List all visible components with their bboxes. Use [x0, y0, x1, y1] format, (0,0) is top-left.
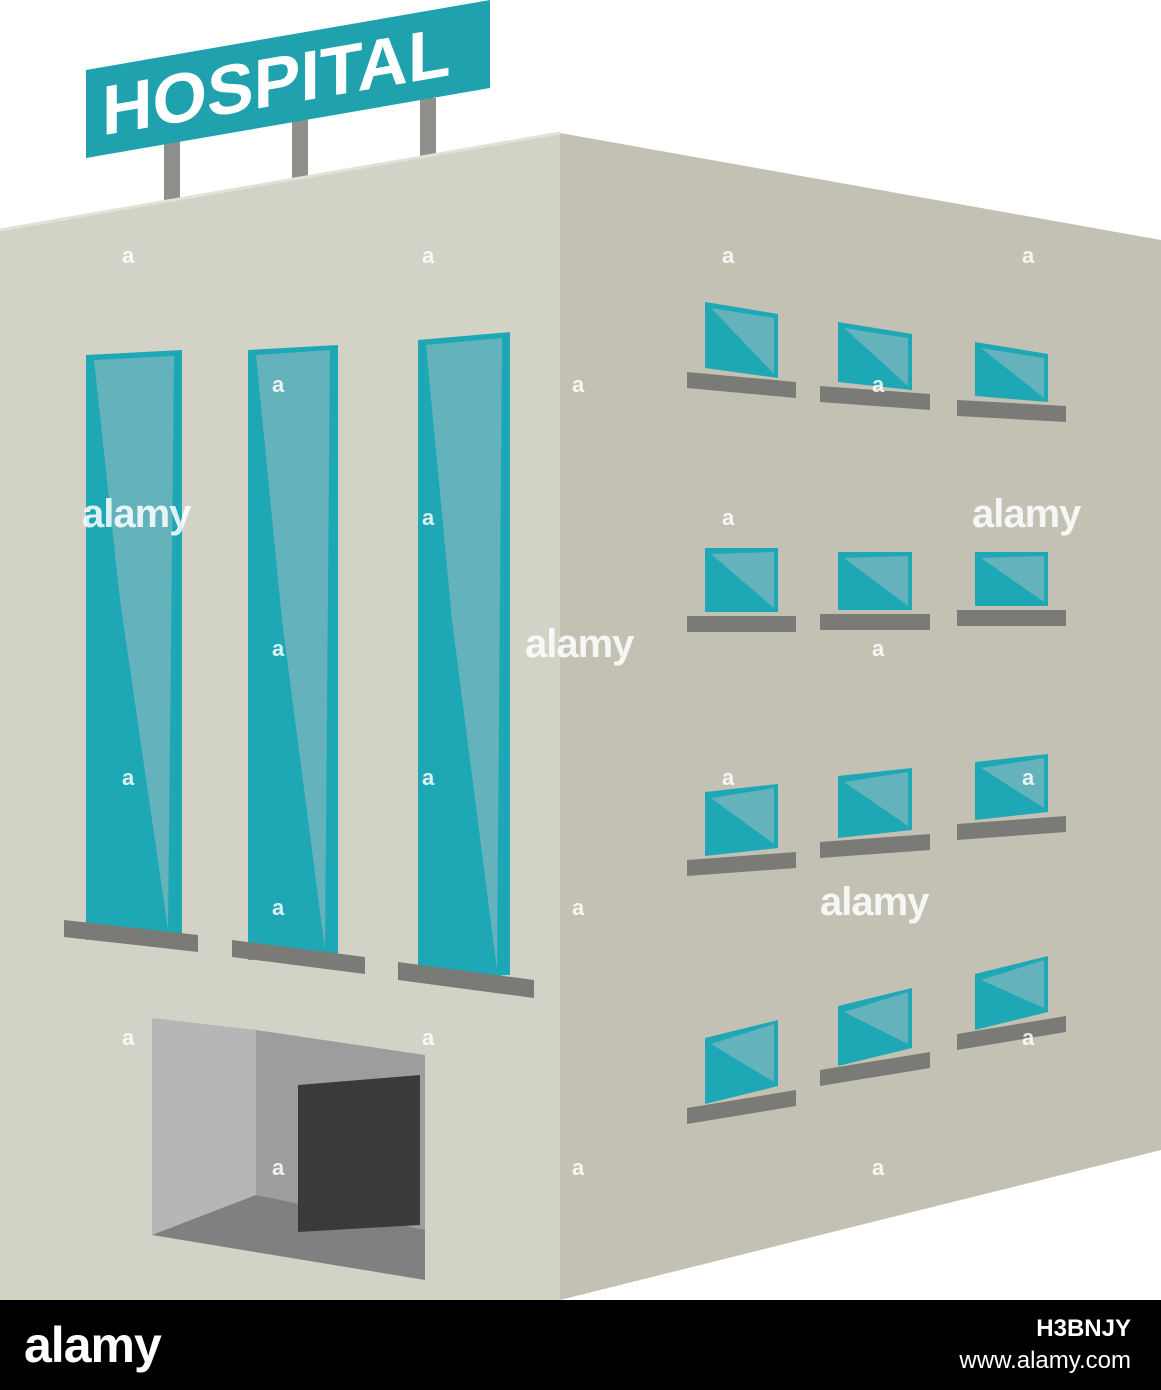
side-window-11 [820, 988, 930, 1086]
watermark-mark: a [272, 636, 285, 661]
sign-board [86, 0, 490, 158]
side-window-10 [687, 1020, 796, 1124]
watermark-mark: a [722, 765, 735, 790]
sign-post-left [164, 135, 180, 210]
front-window-1 [86, 350, 182, 940]
watermark-mark: a [872, 372, 885, 397]
watermark-mark: a [1022, 243, 1035, 268]
footer-url: www.alamy.com [959, 1347, 1131, 1374]
front-window-3 [418, 332, 510, 980]
side-window-ledge [957, 816, 1066, 840]
side-window-2 [820, 322, 930, 410]
watermark-mark: a [722, 243, 735, 268]
watermark-mark: a [572, 372, 585, 397]
front-ledge-1 [64, 920, 198, 952]
footer-info: H3BNJY www.alamy.com [959, 1314, 1131, 1378]
watermark-mark: a [272, 372, 285, 397]
sign-text: HOSPITAL [102, 12, 451, 151]
side-windows [687, 302, 1066, 1124]
watermark-mark: a [272, 895, 285, 920]
side-window-ledge [687, 1090, 796, 1124]
footer-logo: alamy [24, 1317, 162, 1373]
watermark-mark: a [872, 1155, 885, 1180]
watermark-mark: a [422, 243, 435, 268]
side-window-6 [957, 552, 1066, 626]
side-window-ledge [687, 616, 796, 632]
side-window-12 [957, 956, 1066, 1050]
watermark-mark: a [422, 765, 435, 790]
side-window-ledge [957, 1016, 1066, 1050]
side-window-9 [957, 754, 1066, 840]
side-window-ledge [957, 400, 1066, 422]
watermark-mark: a [122, 243, 135, 268]
side-window-ledge [957, 610, 1066, 626]
watermark-mark: a [872, 636, 885, 661]
front-window-2 [248, 345, 338, 960]
watermark-mark: a [1022, 1025, 1035, 1050]
watermark-mark: a [572, 1155, 585, 1180]
side-window-ledge [820, 614, 930, 630]
watermark-mark: a [1022, 765, 1035, 790]
watermark-mark: a [422, 505, 435, 530]
hospital-illustration: HOSPITAL [0, 0, 1161, 1300]
entrance-door [298, 1075, 420, 1232]
side-window-ledge [820, 834, 930, 858]
side-window-1 [687, 302, 796, 398]
watermark-mark: a [422, 1025, 435, 1050]
side-window-8 [820, 768, 930, 858]
side-window-ledge [687, 372, 796, 398]
side-wall [560, 133, 1161, 1300]
roof-edge [0, 131, 561, 232]
image-id: H3BNJY [1036, 1315, 1131, 1342]
side-window-ledge [820, 1052, 930, 1086]
hospital-building-graphic: HOSPITAL [0, 0, 1161, 1300]
side-window-3 [957, 342, 1066, 422]
watermark-mark: a [122, 765, 135, 790]
sign-post-right [420, 98, 436, 158]
watermark-mark: a [122, 1025, 135, 1050]
front-ledge-2 [232, 940, 365, 974]
watermark-mark: a [572, 895, 585, 920]
entrance [152, 1018, 425, 1280]
side-window-5 [820, 552, 930, 630]
side-window-4 [687, 548, 796, 632]
watermark-mark: a [272, 1155, 285, 1180]
watermark-mark: a [722, 505, 735, 530]
side-window-ledge [820, 386, 930, 410]
side-window-ledge [687, 852, 796, 876]
front-ledge-3 [398, 962, 534, 998]
stock-footer-bar: alamy H3BNJY www.alamy.com [0, 1300, 1161, 1390]
sign-post-middle [292, 118, 308, 183]
side-window-7 [687, 784, 796, 876]
